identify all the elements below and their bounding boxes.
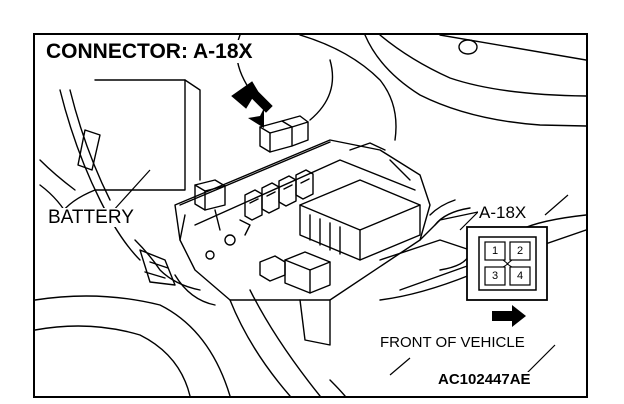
front-arrow-icon — [492, 305, 526, 327]
battery-label: BATTERY — [47, 207, 135, 228]
pin-2: 2 — [516, 245, 524, 257]
front-of-vehicle-label: FRONT OF VEHICLE — [379, 334, 526, 351]
pin-4: 4 — [516, 270, 524, 282]
connector-title: CONNECTOR: A-18X — [44, 40, 255, 63]
pin-3: 3 — [491, 270, 499, 282]
figure-code: AC102447AE — [437, 371, 532, 388]
connector-label: A-18X — [478, 203, 528, 222]
pin-1: 1 — [491, 245, 499, 257]
